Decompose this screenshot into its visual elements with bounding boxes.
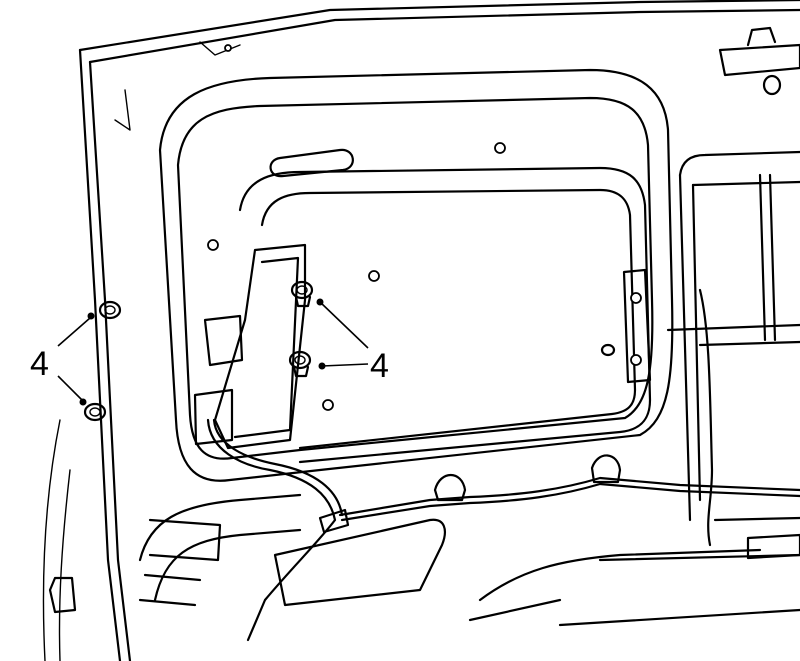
rear-window-frame xyxy=(666,150,800,560)
panel-holes xyxy=(207,44,642,411)
lower-panel xyxy=(138,493,800,627)
callout-left: 4 xyxy=(30,312,95,406)
callout-label-right: 4 xyxy=(370,347,389,385)
fastener-bolt-upper-center xyxy=(290,280,314,308)
fastener-bolt-lower-center xyxy=(288,350,312,378)
callout-right: 4 xyxy=(316,298,389,385)
fastener-bolt-upper-left xyxy=(98,300,122,320)
inner-panel-recess xyxy=(158,68,674,482)
right-bracket-plate xyxy=(622,268,652,384)
tailgate-outer-frame xyxy=(42,0,800,661)
mounting-bracket xyxy=(193,243,307,450)
bottom-left-connector xyxy=(48,576,77,614)
wiring-harness xyxy=(206,288,800,642)
fastener-bolt-lower-left xyxy=(83,402,107,422)
callout-label-left: 4 xyxy=(30,345,49,383)
top-latch-assembly xyxy=(718,26,800,96)
